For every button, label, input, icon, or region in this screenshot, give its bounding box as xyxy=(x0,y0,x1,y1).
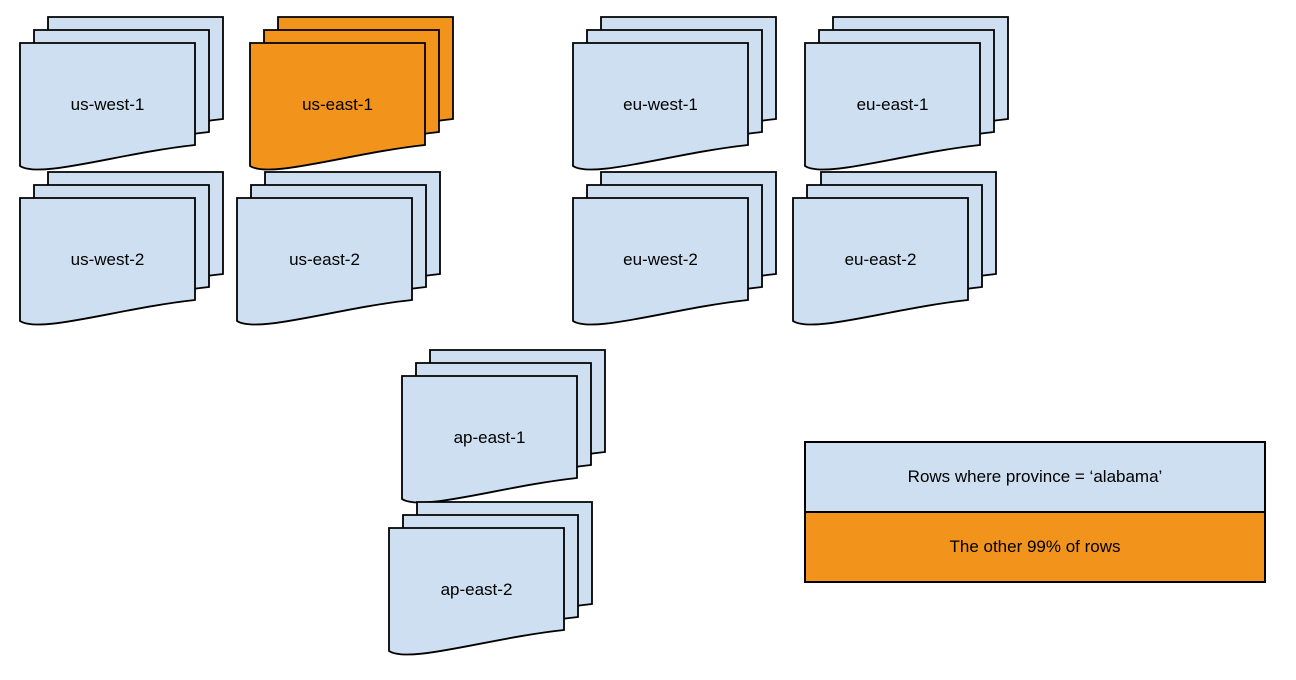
region-stack-ap-east-1: ap-east-1 xyxy=(401,349,606,507)
region-label: us-east-1 xyxy=(302,95,373,114)
legend-item-label: The other 99% of rows xyxy=(949,537,1121,556)
region-label: us-east-2 xyxy=(289,250,360,269)
region-stack-us-east-2: us-east-2 xyxy=(236,171,441,329)
region-stack-eu-west-1: eu-west-1 xyxy=(572,16,777,174)
region-stack-ap-east-2: ap-east-2 xyxy=(388,501,593,659)
region-label: eu-east-1 xyxy=(856,95,929,114)
region-label: eu-east-2 xyxy=(844,250,917,269)
region-stack-eu-east-2: eu-east-2 xyxy=(792,171,997,329)
legend-item-other-rows: The other 99% of rows xyxy=(806,513,1264,581)
region-stack-eu-east-1: eu-east-1 xyxy=(804,16,1009,174)
region-label: us-west-1 xyxy=(70,95,145,114)
region-stack-us-east-1: us-east-1 xyxy=(249,16,454,174)
region-label: ap-east-1 xyxy=(453,428,526,447)
region-stack-us-west-1: us-west-1 xyxy=(19,16,224,174)
legend-item-alabama-rows: Rows where province = ‘alabama’ xyxy=(806,443,1264,513)
region-stack-us-west-2: us-west-2 xyxy=(19,171,224,329)
region-label: eu-west-1 xyxy=(623,95,698,114)
region-stack-eu-west-2: eu-west-2 xyxy=(572,171,777,329)
region-label: ap-east-2 xyxy=(440,580,513,599)
legend-item-label: Rows where province = ‘alabama’ xyxy=(907,467,1163,486)
region-label: us-west-2 xyxy=(70,250,145,269)
region-label: eu-west-2 xyxy=(623,250,698,269)
legend: Rows where province = ‘alabama’ The othe… xyxy=(804,441,1266,583)
